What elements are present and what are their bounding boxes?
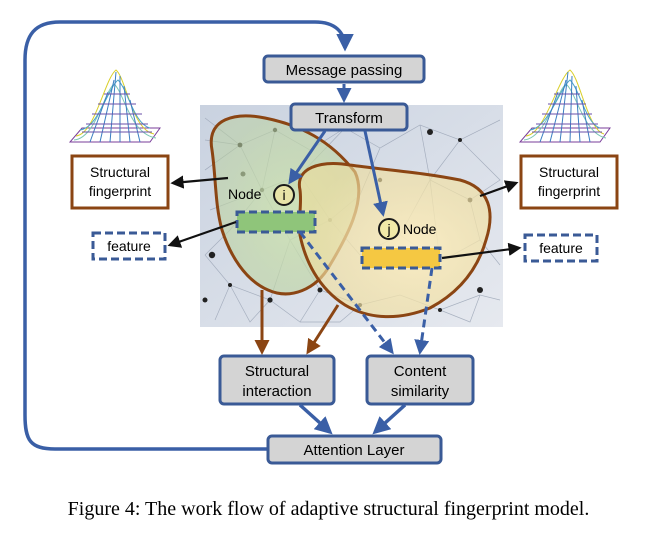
content-similarity-label-1: Content	[394, 363, 447, 380]
message-passing-box: Message passing	[262, 54, 426, 84]
right-feature-label: feature	[539, 240, 583, 256]
node-i-symbol: i	[282, 187, 285, 203]
content-similarity-box: Content similarity	[365, 354, 475, 406]
arrow-to-right-feature	[441, 242, 522, 260]
node-j-icon	[378, 218, 400, 240]
right-feature-box: feature	[523, 233, 599, 263]
arrow-transform-to-node-j	[363, 130, 388, 217]
right-fingerprint-label-2: fingerprint	[538, 183, 600, 199]
left-fingerprint-label-1: Structural	[90, 164, 150, 180]
structural-interaction-label-1: Structural	[245, 363, 309, 380]
attention-layer-label: Attention Layer	[304, 442, 405, 459]
right-fingerprint-surface	[518, 69, 611, 143]
message-passing-label: Message passing	[286, 62, 403, 79]
workflow-figure: Message passing Transform Node i j Node …	[23, 20, 619, 465]
right-fingerprint-label-1: Structural	[539, 164, 599, 180]
structural-interaction-box: Structural interaction	[218, 354, 336, 406]
arrow-content-to-attention	[372, 403, 407, 435]
node-i-label: Node	[228, 186, 262, 202]
figure-caption: Figure 4: The work flow of adaptive stru…	[67, 498, 590, 520]
node-i-feature-bar	[235, 210, 317, 234]
arrow-to-left-feature	[167, 220, 237, 248]
left-feature-box: feature	[91, 231, 167, 261]
arrow-to-right-fingerprint	[479, 180, 519, 198]
arrow-transform-to-node-i	[288, 130, 327, 185]
structural-interaction-label-2: interaction	[242, 383, 311, 400]
transform-label: Transform	[315, 110, 383, 127]
node-i-icon	[273, 184, 295, 206]
right-fingerprint-box: Structural fingerprint	[519, 154, 619, 210]
arrow-region-j-to-structural	[306, 304, 340, 355]
left-fingerprint-surface	[68, 69, 161, 143]
transform-box: Transform	[289, 102, 409, 132]
content-similarity-label-2: similarity	[391, 383, 450, 400]
node-j-feature-bar	[360, 246, 442, 270]
node-j-label: Node	[403, 221, 437, 237]
left-feature-label: feature	[107, 238, 151, 254]
arrow-structural-to-attention	[298, 403, 333, 435]
arrow-feature-j-to-content	[414, 267, 434, 355]
node-j-neighborhood	[297, 162, 492, 319]
arrow-to-left-fingerprint	[170, 175, 229, 189]
left-fingerprint-box: Structural fingerprint	[70, 154, 170, 210]
left-fingerprint-label-2: fingerprint	[89, 183, 151, 199]
feedback-loop-arrow	[23, 20, 354, 451]
attention-layer-box: Attention Layer	[266, 434, 443, 465]
node-j-symbol: j	[386, 221, 390, 237]
